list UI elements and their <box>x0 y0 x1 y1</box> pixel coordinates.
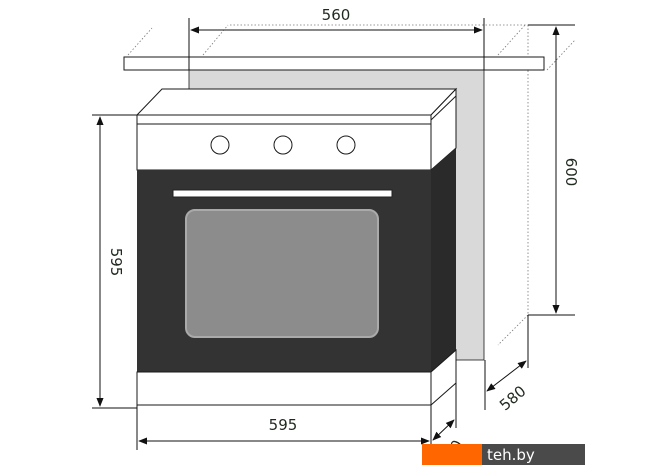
oven-side-dark <box>431 148 456 372</box>
countertop <box>123 56 545 71</box>
oven-window <box>185 209 379 338</box>
oven-top-edge <box>136 114 432 125</box>
watermark-logo: teh.by <box>422 444 585 465</box>
oven-bottom-drawer <box>136 371 432 406</box>
dim-niche-width-label: 560 <box>322 6 351 24</box>
dim-niche-depth-label: 580 <box>496 382 530 414</box>
knob-2 <box>273 135 293 155</box>
oven-top-surface <box>135 88 458 116</box>
svg-text:teh.by: teh.by <box>487 446 535 464</box>
knob-3 <box>336 135 356 155</box>
dim-oven-width-label: 595 <box>269 416 298 434</box>
knob-1 <box>210 135 230 155</box>
door-handle <box>172 189 393 198</box>
dim-niche-height-label: 600 <box>562 158 580 187</box>
dim-oven-height-label: 595 <box>107 248 125 277</box>
